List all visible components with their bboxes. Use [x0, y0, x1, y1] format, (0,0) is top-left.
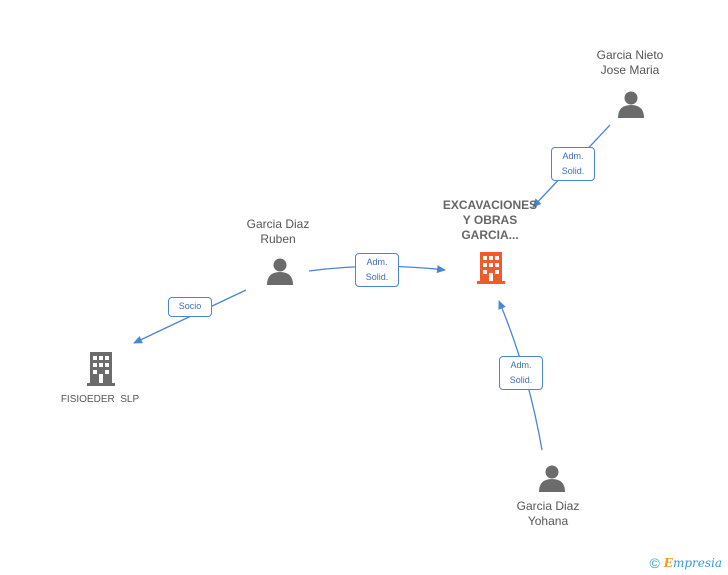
- node-label-garcia-nieto: Garcia Nieto Jose Maria: [580, 48, 680, 78]
- node-label-garcia-yohana: Garcia Diaz Yohana: [498, 499, 598, 529]
- edge-badge-ruben-excavaciones[interactable]: Adm. Solid.: [355, 253, 399, 287]
- label-line: Garcia Diaz: [516, 499, 580, 513]
- badge-line: Solid.: [561, 166, 585, 176]
- node-label-fisioeder: FISIOEDER SLP: [40, 392, 160, 407]
- node-label-garcia-ruben: Garcia Diaz Ruben: [228, 217, 328, 247]
- label-line: FISIOEDER SLP: [60, 394, 140, 405]
- label-line: GARCIA...: [461, 228, 519, 242]
- person-icon[interactable]: [616, 90, 646, 118]
- badge-line: Solid.: [365, 272, 389, 282]
- label-line: Yohana: [527, 514, 569, 528]
- copyright-symbol: ©: [649, 555, 660, 571]
- person-icon[interactable]: [265, 257, 295, 285]
- label-line: Ruben: [260, 232, 296, 246]
- brand-logo[interactable]: Empresia: [664, 556, 722, 570]
- edge-badge-nieto-excavaciones[interactable]: Adm. Solid.: [551, 147, 595, 181]
- badge-line: Socio: [178, 301, 202, 311]
- brand-rest: mpresia: [672, 556, 722, 570]
- label-line: Garcia Diaz: [246, 217, 310, 231]
- building-icon[interactable]: [84, 349, 118, 387]
- person-icon[interactable]: [537, 464, 567, 492]
- edge-badge-ruben-fisioeder[interactable]: Socio: [168, 297, 212, 317]
- brand-first-letter: E: [663, 556, 673, 570]
- footer-brand: © Empresia: [649, 555, 722, 571]
- badge-line: Adm.: [366, 257, 388, 267]
- label-line: Y OBRAS: [462, 213, 518, 227]
- edge-badge-yohana-excavaciones[interactable]: Adm. Solid.: [499, 356, 543, 390]
- node-label-excavaciones: EXCAVACIONES Y OBRAS GARCIA...: [430, 198, 550, 243]
- badge-line: Adm.: [562, 151, 584, 161]
- badge-line: Adm.: [510, 360, 532, 370]
- badge-line: Solid.: [509, 375, 533, 385]
- building-icon[interactable]: [474, 249, 508, 285]
- label-line: Jose Maria: [600, 63, 660, 77]
- label-line: Garcia Nieto: [596, 48, 664, 62]
- label-line: EXCAVACIONES: [442, 198, 538, 212]
